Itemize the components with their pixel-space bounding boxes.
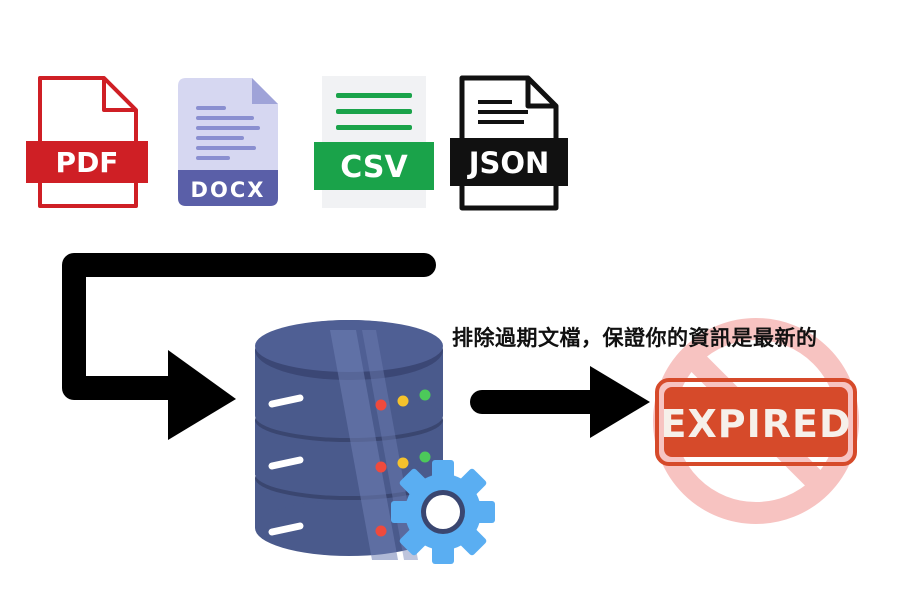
gear-icon — [391, 460, 495, 564]
expired-label: EXPIRED — [660, 402, 851, 446]
docx-label: DOCX — [191, 178, 266, 202]
csv-label: CSV — [340, 150, 408, 185]
expired-stamp: EXPIRED — [655, 378, 857, 466]
pdf-file-icon: PDF — [26, 76, 148, 208]
flow-arrow-icon — [62, 253, 436, 440]
pdf-label: PDF — [56, 146, 119, 179]
flow-arrow-icon — [470, 366, 650, 438]
csv-file-icon: CSV — [314, 76, 434, 208]
json-file-icon: JSON — [450, 75, 568, 211]
json-label: JSON — [467, 146, 550, 180]
caption-text: 排除過期文檔，保證你的資訊是最新的 — [452, 326, 818, 350]
docx-file-icon: DOCX — [178, 78, 278, 206]
